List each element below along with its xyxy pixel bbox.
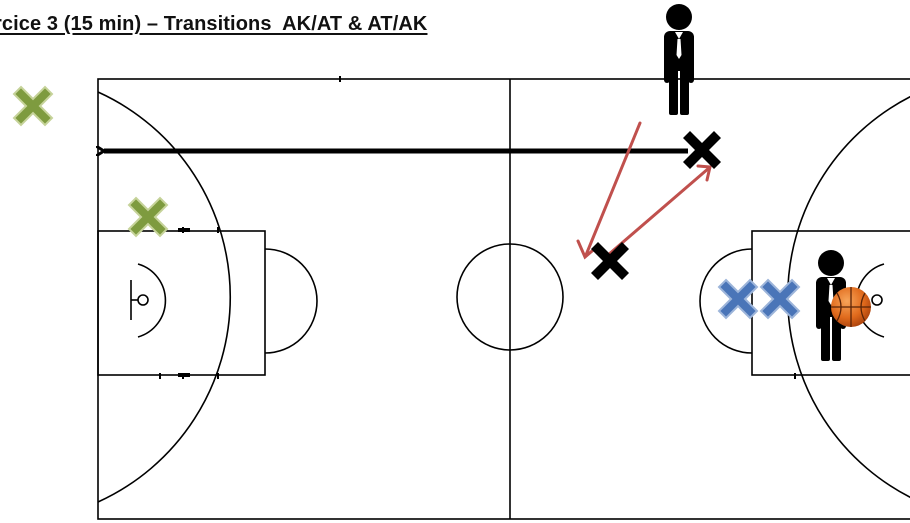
exercise-title: rcice 3 (15 min) – Transitions AK/AT & A… bbox=[0, 13, 428, 35]
basketball-icon bbox=[831, 287, 871, 327]
coach-x-marker bbox=[683, 131, 721, 169]
pass-arrow-down bbox=[584, 121, 642, 257]
lane-hash-marks bbox=[159, 76, 796, 379]
left-key bbox=[97, 230, 266, 376]
coach-x-marker bbox=[591, 242, 629, 280]
right-hoop bbox=[871, 294, 883, 306]
center-circle bbox=[456, 243, 564, 351]
left-three-point-arc bbox=[97, 91, 232, 503]
pass-arrow-up bbox=[606, 166, 711, 257]
attack-x-marker bbox=[760, 279, 800, 319]
left-restricted-arc bbox=[137, 263, 167, 338]
coach-icon bbox=[664, 4, 694, 115]
left-hoop bbox=[137, 294, 149, 306]
left-free-throw-arc bbox=[264, 248, 318, 354]
right-key bbox=[751, 230, 910, 376]
pass-arrows bbox=[576, 121, 712, 260]
defense-x-marker bbox=[13, 86, 53, 126]
lane-blocks bbox=[178, 228, 190, 377]
right-free-throw-arc bbox=[699, 248, 753, 354]
